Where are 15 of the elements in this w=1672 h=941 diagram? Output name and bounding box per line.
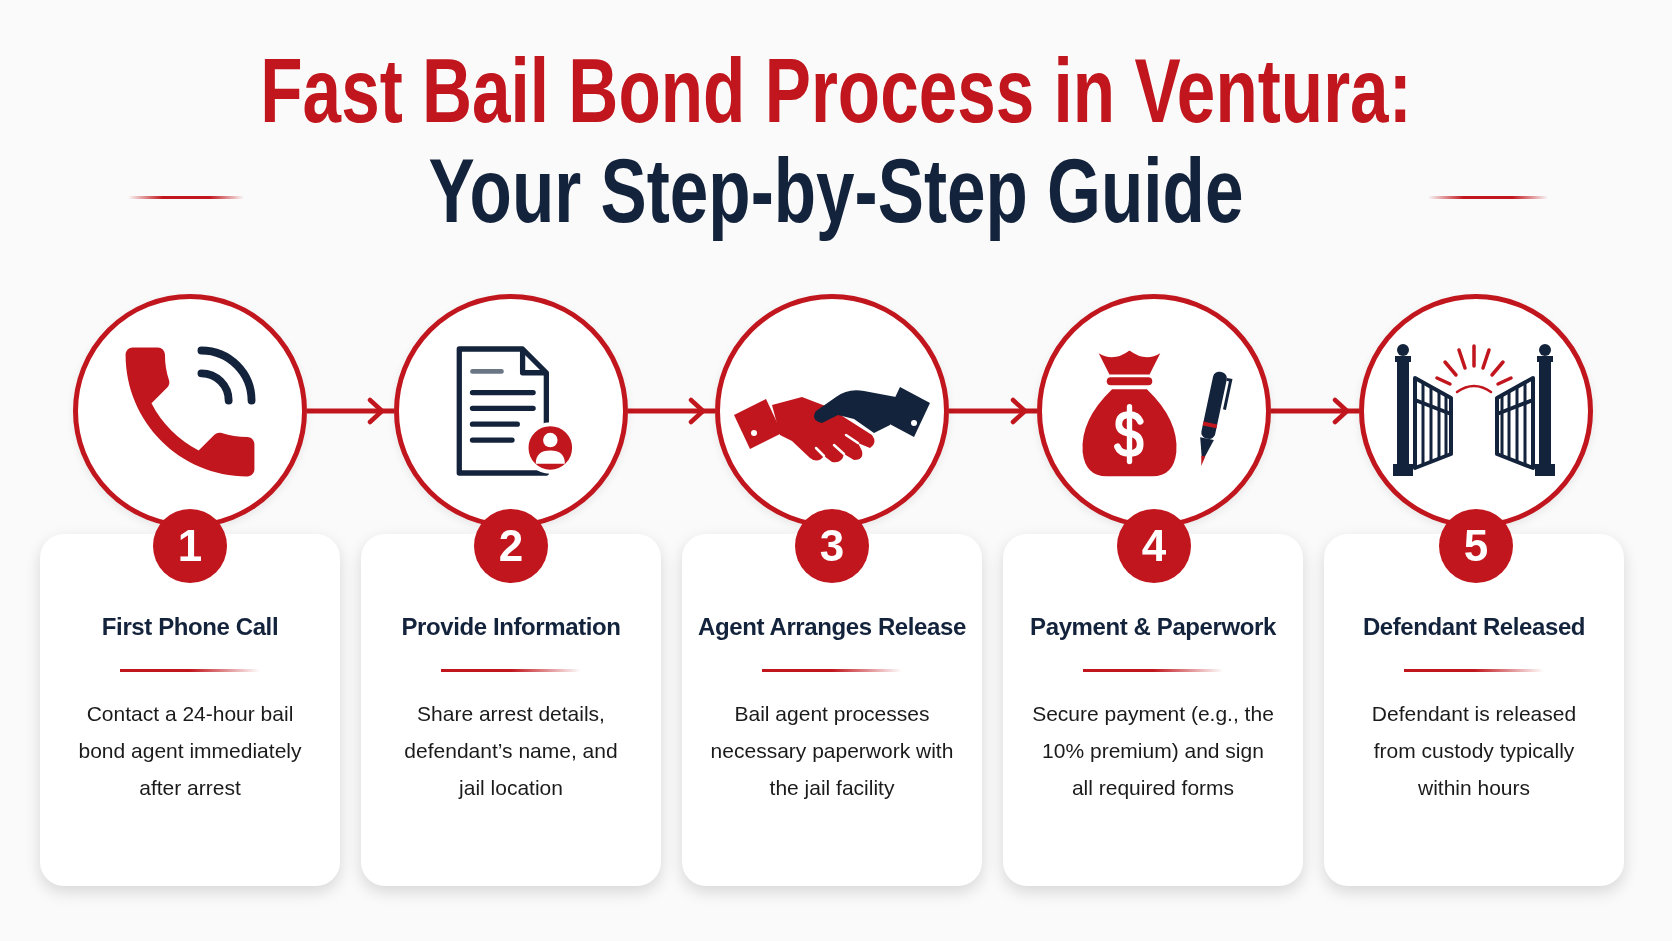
title: Fast Bail Bond Process in Ventura: Your Step-by-Step Guide	[259, 41, 1413, 241]
step-title: Agent Arranges Release	[698, 612, 966, 642]
step-title: First Phone Call	[101, 612, 279, 642]
step-description: Contact a 24-hour bail bond agent immediately after arrest	[77, 701, 303, 801]
arrow	[628, 397, 715, 425]
step-description: Bail agent processes necessary paperwork with the jail facility	[710, 701, 954, 801]
step-description: Share arrest details, defendant’s name, and jail location	[403, 701, 619, 801]
step-title: Payment & Paperwork	[1030, 612, 1276, 642]
step-title: Defendant Released	[1362, 612, 1586, 642]
step-description: Secure payment (e.g., the 10% premium) and sign all required forms	[1031, 701, 1275, 801]
step-description: Defendant is released from custody typically within hours	[1370, 701, 1578, 801]
arrow	[307, 397, 394, 425]
arrow	[949, 397, 1037, 425]
arrow	[1271, 397, 1359, 425]
step-title: Provide Information	[401, 612, 621, 642]
